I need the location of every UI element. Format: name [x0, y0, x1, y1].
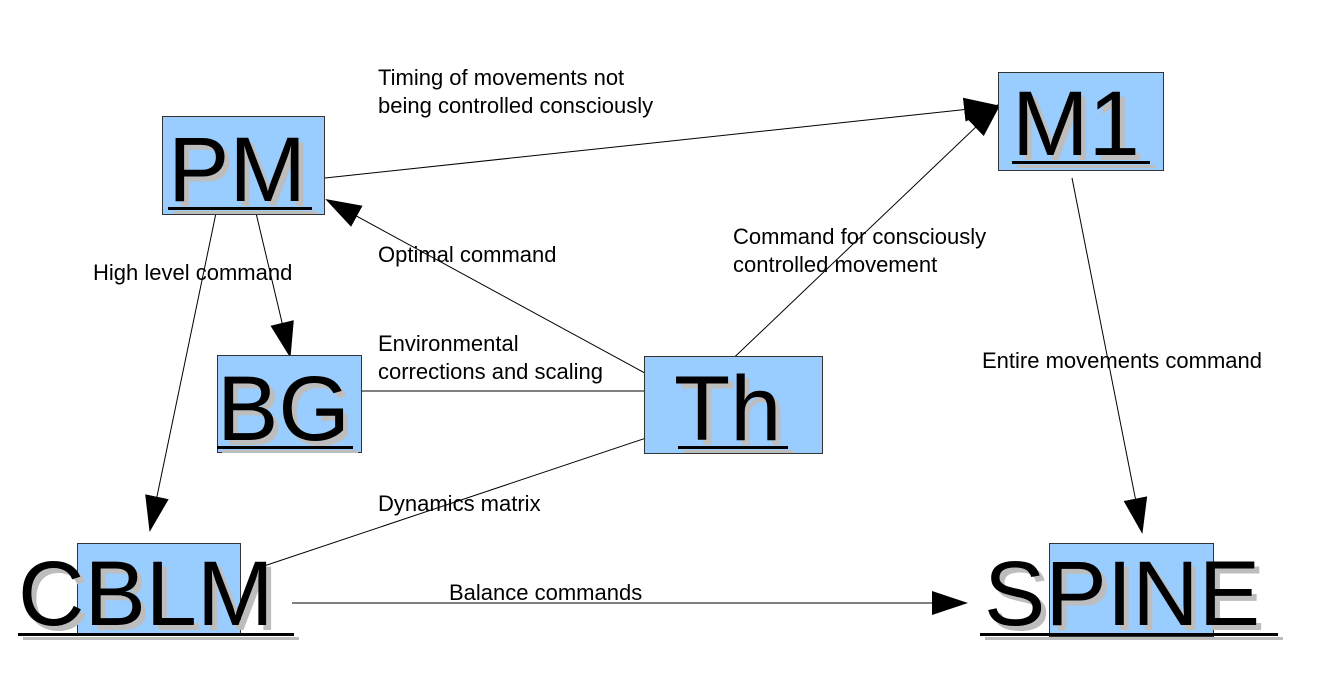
edge-pm-to-m1 [324, 97, 1000, 179]
bg-node-label: BG [217, 358, 350, 460]
edge-label-th-to-m1-line2: controlled movement [733, 252, 938, 277]
edge-th-to-pm [325, 199, 655, 379]
edge-label-pm-to-cblm: High level command [93, 260, 293, 285]
edge-label-m1-to-spine: Entire movements command [982, 348, 1262, 373]
th-node-box [644, 356, 823, 454]
edge-label-bg-to-th-line1: Environmental [378, 331, 519, 356]
pm-node-box [162, 116, 325, 215]
edge-label-th-to-pm: Optimal command [378, 242, 557, 267]
edge-pm-to-cblm [145, 212, 217, 532]
cblm-node-underline [18, 633, 294, 636]
spine-node-label: SPINE [984, 543, 1261, 645]
th-node-underline [678, 446, 788, 449]
edge-label-cblm-to-th: Dynamics matrix [378, 491, 541, 516]
bg-node-underline [217, 446, 353, 449]
pm-node-underline [168, 207, 312, 210]
edge-label-cblm-to-spine: Balance commands [449, 580, 643, 605]
edge-pm-to-bg [255, 212, 294, 358]
spine-node-box [1049, 543, 1214, 637]
spine-node-underline [980, 633, 1278, 636]
edge-m1-to-spine [1071, 177, 1148, 534]
edge-label-pm-to-m1-line1: Timing of movements not [378, 65, 625, 90]
edge-label-th-to-m1-line1: Command for consciously [733, 224, 987, 249]
pm-node-label: PM [168, 119, 306, 221]
m1-node-box [998, 72, 1164, 171]
edge-cblm-to-th [254, 425, 684, 570]
th-node-label: Th [674, 358, 782, 460]
m1-node-label: M1 [1012, 73, 1140, 175]
edge-label-pm-to-m1-line2: being controlled consciously [378, 93, 654, 118]
cblm-node-label: CBLM [18, 543, 274, 645]
m1-node-underline [1012, 161, 1150, 164]
bg-node-box [217, 355, 362, 453]
edge-label-bg-to-th-line2: corrections and scaling [378, 359, 604, 384]
